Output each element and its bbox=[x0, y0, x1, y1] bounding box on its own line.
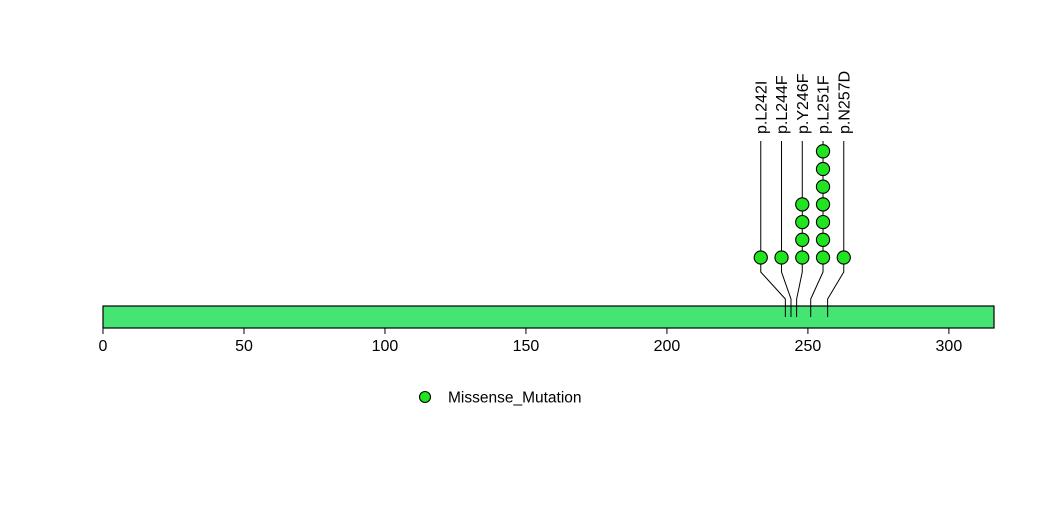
mutation-point bbox=[795, 250, 810, 265]
mutation-point bbox=[795, 232, 810, 247]
x-axis-tick-label: 50 bbox=[235, 338, 253, 355]
x-axis-tick-label: 250 bbox=[795, 338, 822, 355]
mutation-point bbox=[836, 250, 851, 265]
legend-label: Missense_Mutation bbox=[448, 390, 582, 407]
mutation-point bbox=[815, 197, 831, 212]
lollipop-stem bbox=[781, 141, 792, 317]
mutation-point bbox=[815, 232, 831, 247]
lollipop-stem bbox=[827, 141, 845, 317]
mutation-point bbox=[815, 250, 831, 265]
x-axis-tick-label: 0 bbox=[99, 338, 108, 355]
mutation-label: p.L244F bbox=[774, 75, 791, 134]
protein-domain-bar bbox=[102, 305, 995, 329]
mutation-point bbox=[815, 161, 831, 177]
mutation-point bbox=[815, 214, 831, 230]
mutation-label: p.Y246F bbox=[795, 73, 812, 134]
x-axis-tick-label: 300 bbox=[936, 338, 963, 355]
mutation-label: p.L242I bbox=[753, 81, 770, 134]
mutation-label: p.L251F bbox=[816, 75, 833, 134]
mutation-point bbox=[774, 250, 789, 265]
mutation-label: p.N257D bbox=[836, 71, 853, 134]
x-axis-tick-label: 200 bbox=[654, 338, 681, 355]
legend-marker-missense bbox=[418, 390, 432, 404]
mutation-point bbox=[795, 214, 810, 230]
x-axis-tick-label: 150 bbox=[513, 338, 540, 355]
mutation-point bbox=[753, 250, 768, 265]
x-axis-tick-label: 100 bbox=[372, 338, 399, 355]
mutation-point bbox=[815, 179, 831, 194]
mutation-point bbox=[815, 144, 831, 159]
mutation-point bbox=[795, 197, 810, 212]
lollipop-stem bbox=[760, 141, 786, 317]
